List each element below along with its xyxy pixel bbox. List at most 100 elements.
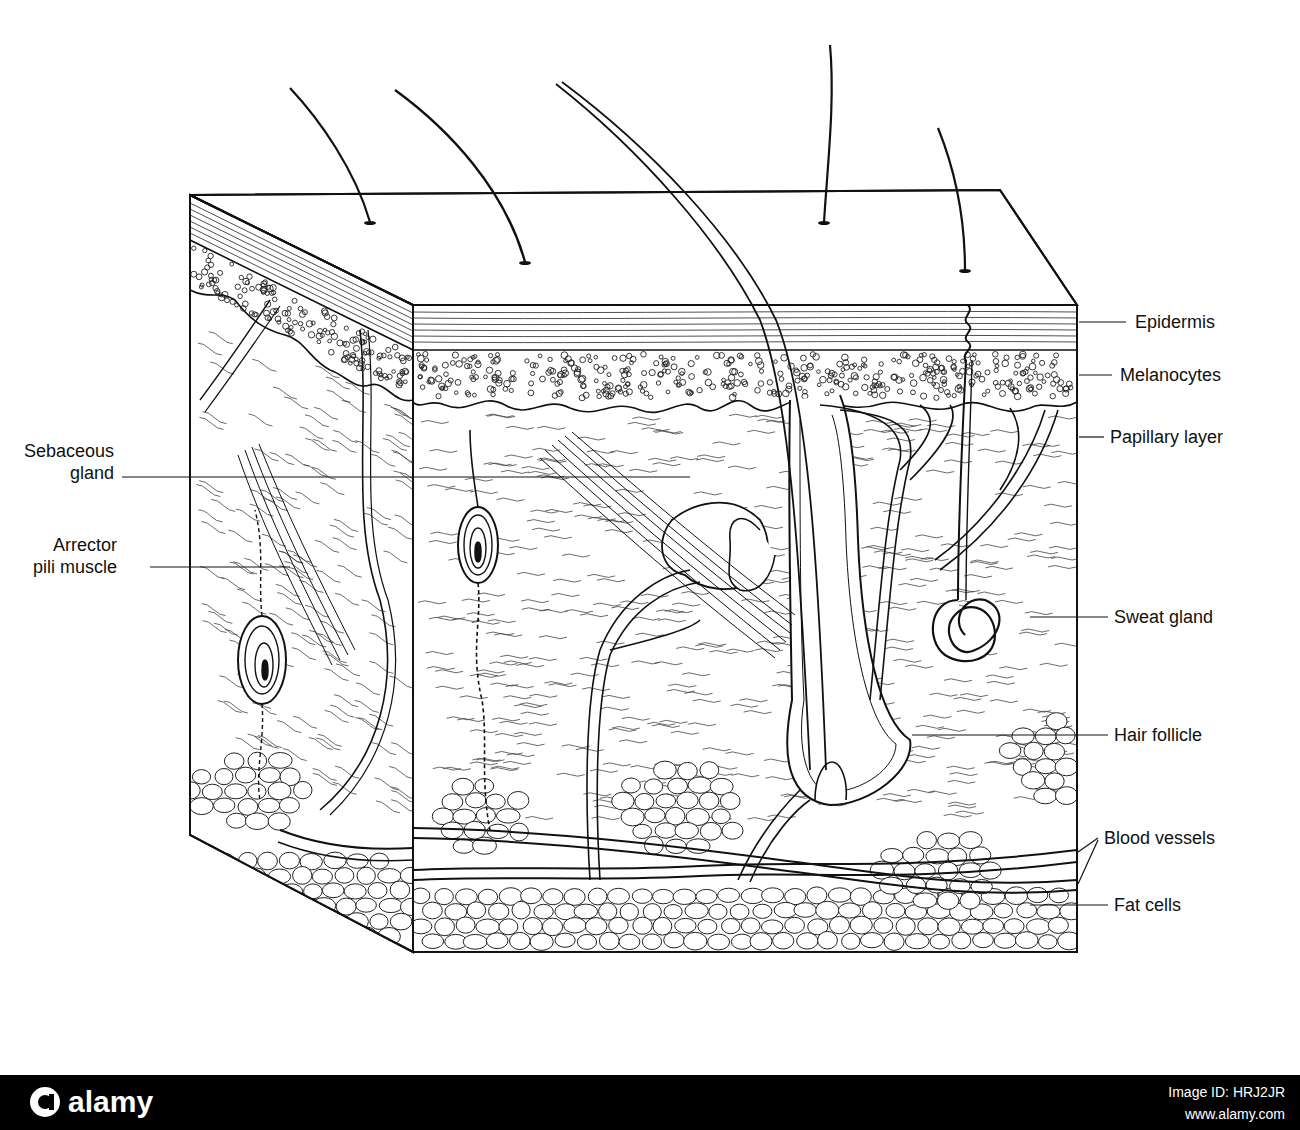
melanocyte: [795, 378, 800, 383]
melanocyte: [603, 365, 607, 369]
dermis-fiber: [871, 527, 899, 530]
dermis-fiber: [960, 694, 988, 697]
melanocyte: [939, 388, 944, 393]
melanocyte: [892, 358, 896, 362]
melanocyte: [208, 253, 213, 258]
dermis-fiber: [987, 681, 1015, 684]
fat-cell: [180, 868, 203, 885]
melanocyte: [666, 390, 670, 394]
dermis-fiber: [462, 599, 490, 602]
melanocyte: [486, 367, 492, 373]
dermis-fiber: [338, 565, 362, 577]
melanocyte: [623, 391, 628, 396]
melanocyte: [870, 385, 875, 390]
melanocyte: [450, 361, 455, 366]
fat-cell: [192, 883, 213, 897]
dermis-fiber: [276, 497, 300, 509]
dermis-fiber: [648, 458, 676, 461]
fat-cell: [235, 767, 255, 783]
fat-cell: [1037, 904, 1060, 919]
dermis-fiber: [304, 465, 328, 477]
melanocyte: [528, 390, 534, 396]
fat-cell: [476, 919, 500, 934]
dermis-fiber: [580, 657, 608, 660]
melanocyte: [649, 370, 655, 376]
melanocyte: [454, 391, 458, 395]
fat-cell: [204, 868, 223, 884]
melanocyte: [878, 384, 882, 388]
melanocyte: [1034, 353, 1039, 358]
part-label: Blood vessels: [1104, 827, 1215, 849]
fat-cell: [959, 863, 982, 878]
dermis-fiber: [199, 481, 223, 493]
fat-cell: [970, 847, 991, 864]
melanocyte: [615, 386, 622, 393]
melanocyte: [427, 380, 431, 384]
melanocyte: [329, 350, 335, 356]
melanocyte: [242, 301, 248, 307]
dermis-fiber: [1027, 555, 1055, 558]
dermis-fiber: [375, 778, 399, 790]
melanocyte: [587, 354, 591, 358]
fat-cell: [750, 933, 772, 950]
fat-cell: [269, 899, 293, 914]
fat-cell: [543, 889, 563, 905]
melanocyte: [1040, 360, 1045, 365]
melanocyte: [910, 380, 917, 387]
fat-cell: [685, 903, 708, 919]
dermis-fiber: [888, 607, 916, 610]
dermis-fiber: [910, 578, 938, 581]
melanocyte: [324, 314, 330, 320]
dermis-fiber: [1015, 533, 1043, 536]
melanocyte: [774, 360, 778, 364]
dermis-fiber: [962, 433, 990, 436]
dermis-fiber: [314, 407, 338, 419]
dermis-fiber: [995, 600, 1023, 603]
melanocyte: [1042, 380, 1046, 384]
melanocyte: [420, 385, 425, 390]
melanocyte: [834, 379, 839, 384]
fat-cell: [918, 918, 938, 935]
fat-cell: [633, 824, 652, 838]
dermis-fiber: [653, 463, 681, 466]
melanocyte: [1020, 371, 1026, 377]
melanocyte: [1015, 355, 1019, 359]
dermis-fiber: [947, 780, 975, 783]
dermis-fiber: [912, 746, 940, 749]
fat-cell: [268, 813, 290, 830]
melanocyte: [1025, 367, 1029, 371]
melanocyte: [1057, 386, 1063, 392]
fat-cell: [224, 753, 244, 769]
melanocyte: [580, 383, 586, 389]
melanocyte: [352, 354, 356, 358]
fat-cell: [930, 934, 950, 949]
melanocyte: [510, 371, 515, 376]
dermis-fiber: [218, 701, 242, 713]
melanocyte: [395, 353, 400, 358]
dermis-fiber: [731, 774, 759, 777]
melanocyte: [955, 373, 959, 377]
fat-cell: [564, 889, 585, 906]
dermis-fiber: [299, 427, 323, 439]
melanocyte: [388, 355, 392, 359]
melanocyte: [496, 353, 500, 357]
melanocyte: [734, 380, 741, 387]
melanocyte: [880, 392, 886, 398]
fat-cell: [476, 808, 495, 823]
dermis-fiber: [488, 620, 516, 623]
dermis-fiber: [486, 632, 514, 635]
melanocyte: [252, 312, 257, 317]
dermis-fiber: [909, 419, 937, 422]
dermis-fiber: [632, 617, 660, 620]
dermis-fiber: [553, 579, 581, 582]
dermis-fiber: [525, 817, 553, 820]
melanocyte: [1002, 360, 1009, 367]
inner-root-sheath: [800, 415, 896, 792]
dermis-fiber: [356, 683, 380, 695]
melanocyte: [331, 322, 336, 327]
fat-cell: [574, 904, 598, 919]
dermis-fiber: [1025, 612, 1053, 615]
dermis-fiber: [1040, 663, 1068, 666]
part-label: Melanocytes: [1118, 364, 1223, 386]
melanocyte: [801, 355, 807, 361]
